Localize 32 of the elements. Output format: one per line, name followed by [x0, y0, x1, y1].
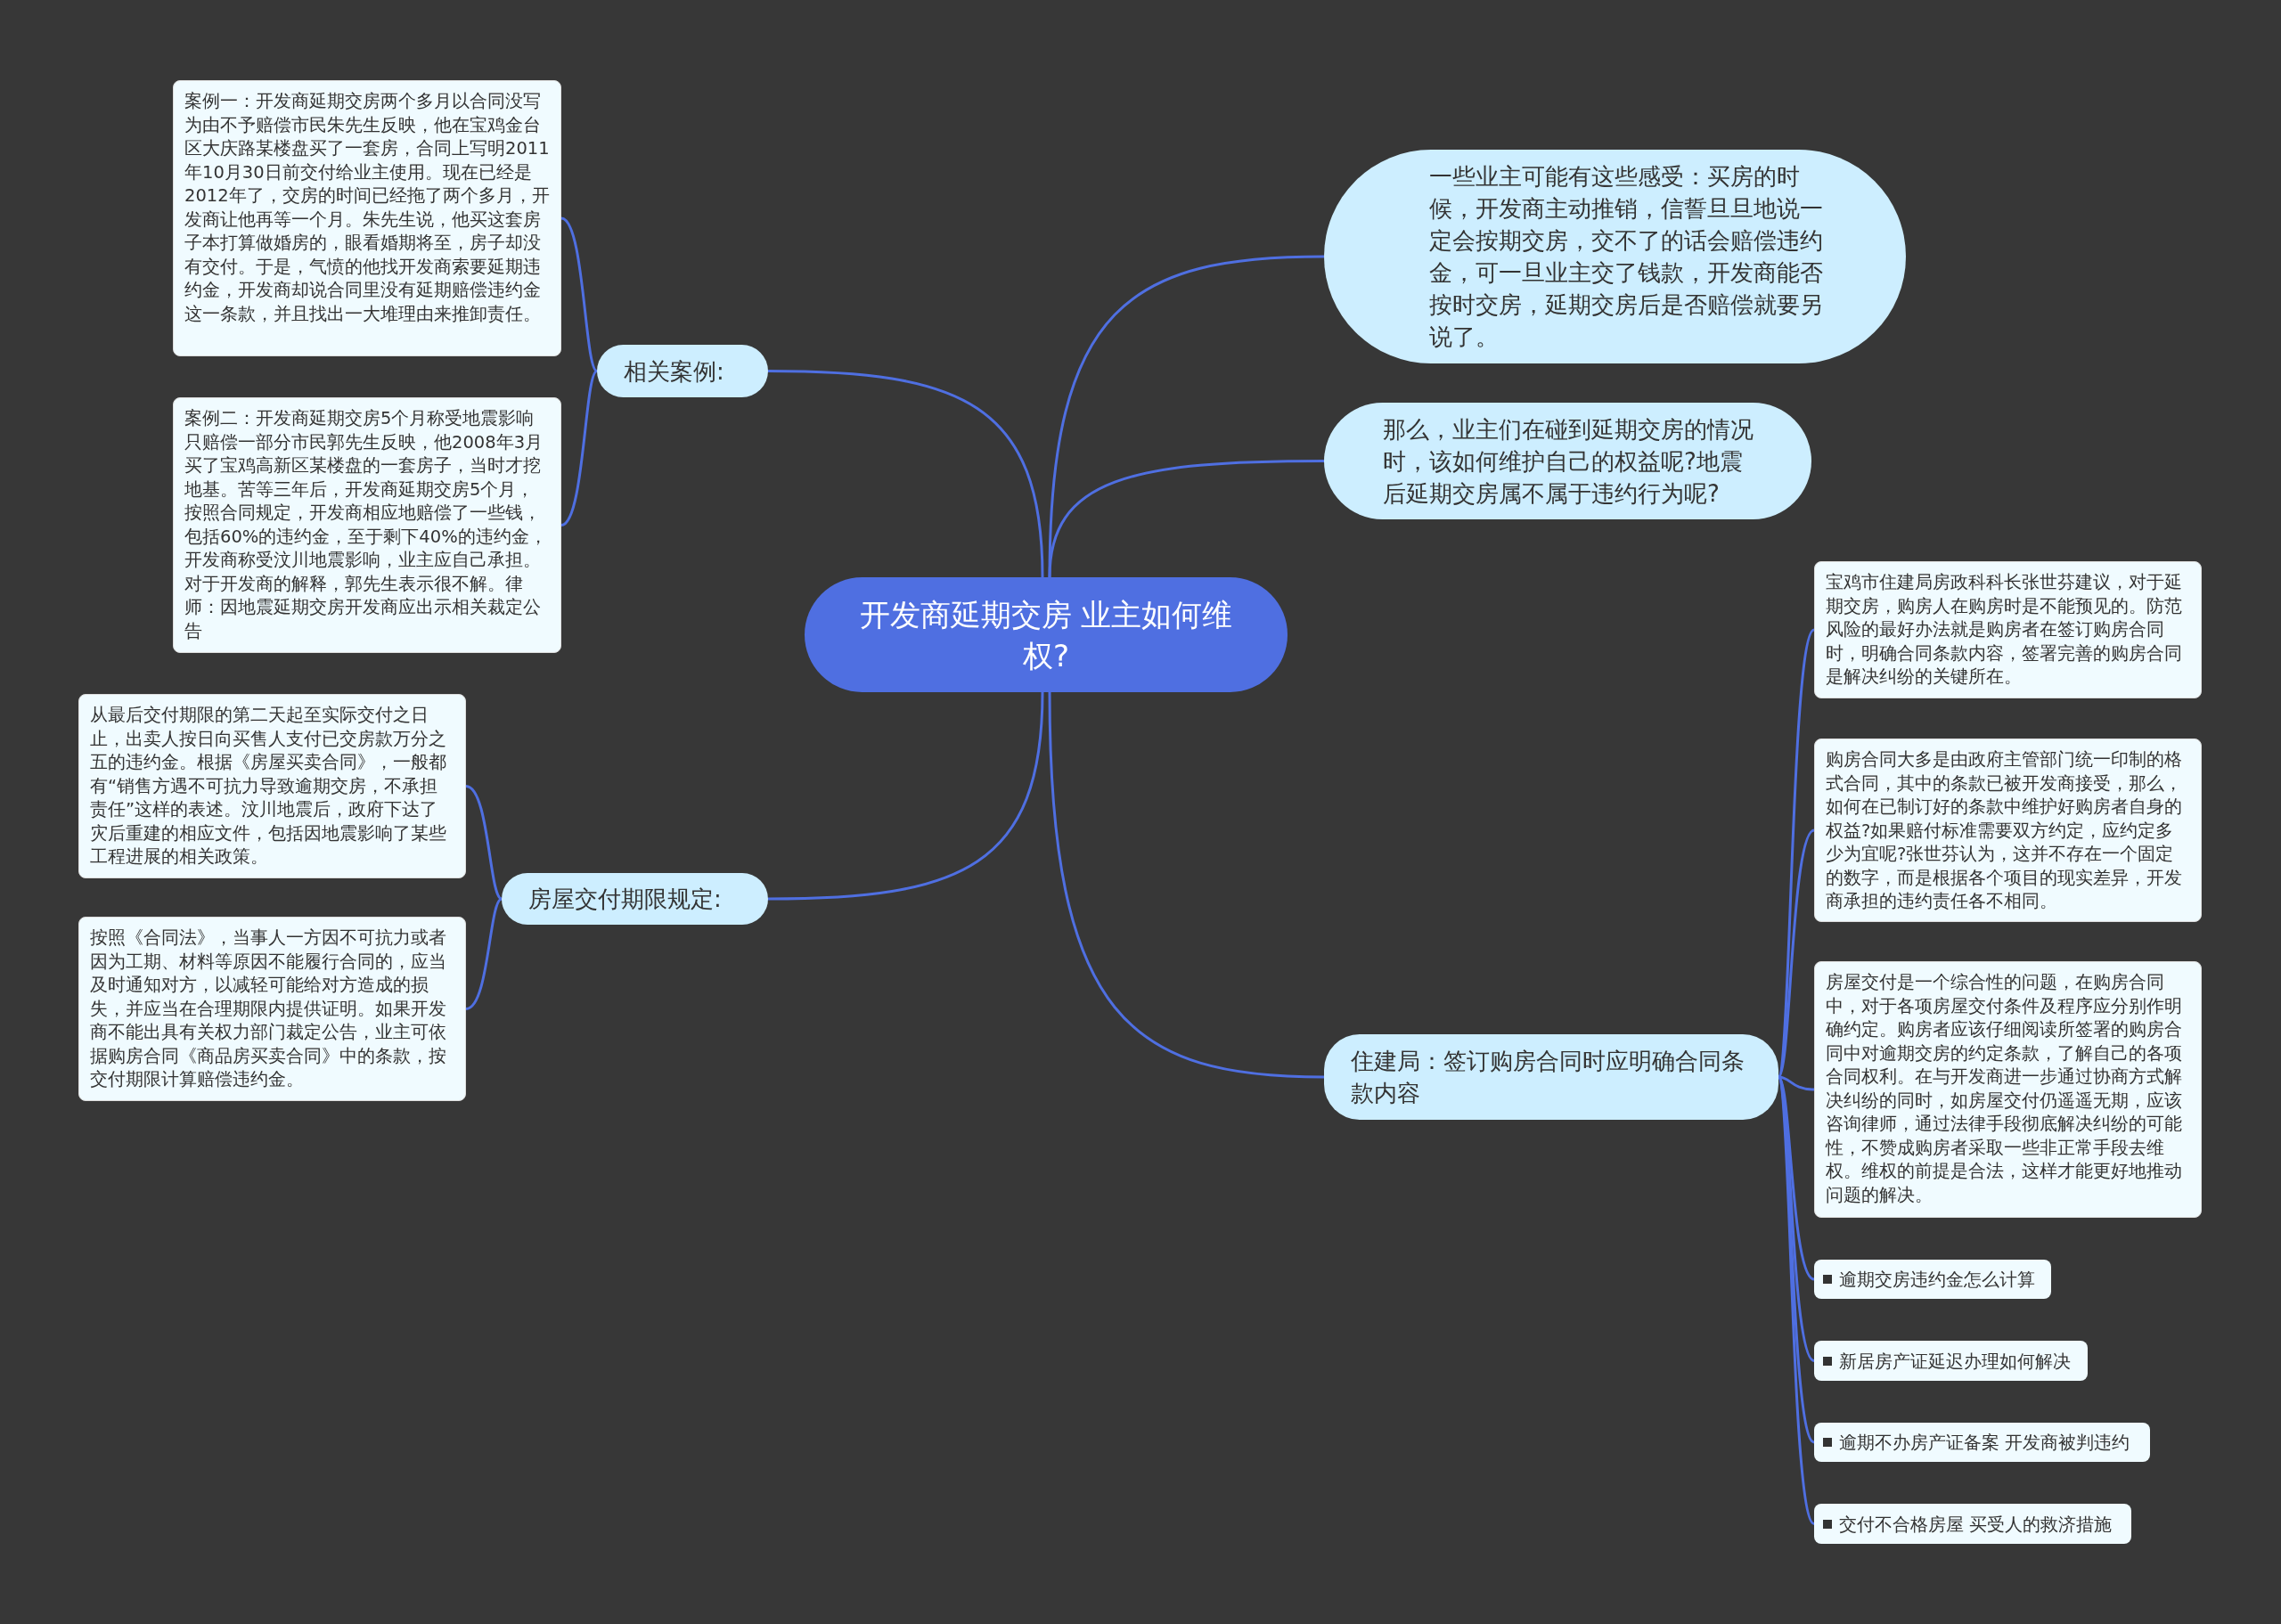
text-card: 按照《合同法》，当事人一方因不可抗力或者因为工期、材料等原因不能履行合同的，应当及时通知对方，以减轻可能给对方造成的损失，并应当在合理期限内提供证明。如果开发商不能出具有关权力部门裁定公告，业主可依据购房合同《商品房买卖合同》中的条款，按交付期限计算赔偿违约金。: [78, 917, 466, 1101]
topic-box: 住建局：签订购房合同时应明确合同条款内容: [1324, 1034, 1778, 1120]
text-card: 购房合同大多是由政府主管部门统一印制的格式合同，其中的条款已被开发商接受，那么，如何在已制订好的条款中维护好购房者自身的权益?如果赔付标准需要双方约定，应约定多少为宜呢?张世芬认为，这并不存在一个固定的数字，而是根据各个项目的现实差异，开发商承担的违约责任各不相同。: [1814, 739, 2202, 922]
connector-line: [1778, 1075, 1815, 1091]
item-text: 逾期不办房产证备案 开发商被判违约: [1839, 1431, 2130, 1454]
text-card: 从最后交付期限的第二天起至实际交付之日止，出卖人按日向买售人支付已交房款万分之五的违约金。根据《房屋买卖合同》，一般都有“销售方遇不可抗力导致逾期交房，不承担责任”这样的表述。汶川地震后，政府下达了灾后重建的相应文件，包括因地震影响了某些工程进展的相关政策。: [78, 694, 466, 878]
list-item-box: [1814, 1341, 2088, 1381]
item-text: 交付不合格房屋 买受人的救济措施: [1839, 1512, 2113, 1536]
text-card: 房屋交付是一个综合性的问题，在购房合同中，对于各项房屋交付条件及程序应分别作明确约定。购房者应该仔细阅读所签署的购房合同中对逾期交房的约定条款，了解自己的各项合同权利。在与开发商进一步通过协商方式解决纠纷的同时，如房屋交付仍遥遥无期，应该咨询律师，通过法律手段彻底解决纠纷的可能性，不赞成购房者采取一些非正常手段去维权。维权的前提是合法，这样才能更好地推动问题的解决。: [1814, 961, 2202, 1218]
list-item-box: [1814, 1504, 2131, 1544]
connector-line: [1048, 460, 1324, 578]
topic-box: 相关案例:: [597, 345, 768, 397]
text-card: 案例二：开发商延期交房5个月称受地震影响只赔偿一部分市民郭先生反映，他2008年3月买了宝鸡高新区某楼盘的一套房子，当时才挖地基。苦等三年后，开发商延期交房5个月，按照合同规定，开发商相应地赔偿了一些钱，包括60%的违约金，至于剩下40%的违约金，开发商称受汶川地震影响，业主应自己承担。对于开发商的解释，郭先生表示很不解。律师：因地震延期交房开发商应出示相关裁定公告: [173, 397, 561, 653]
connector-line: [767, 370, 1044, 578]
text-card: 宝鸡市住建局房政科科长张世芬建议，对于延期交房，购房人在购房时是不能预见的。防范风险的最好办法就是购房者在签订购房合同时，明确合同条款内容，签署完善的购房合同是解决纠纷的关键所在。: [1814, 561, 2202, 698]
connector-line: [465, 785, 503, 901]
central-topic: 开发商延期交房 业主如何维权?: [805, 577, 1288, 692]
connector-line: [1048, 691, 1325, 1079]
connector-line: [767, 691, 1044, 901]
connector-line: [560, 216, 599, 372]
topic-box: 房屋交付期限规定:: [502, 873, 768, 925]
connector-line: [560, 370, 599, 526]
list-item-box: [1814, 1423, 2150, 1462]
connector-line: [465, 897, 503, 1010]
text-card: 案例一：开发商延期交房两个多月以合同没写为由不予赔偿市民朱先生反映，他在宝鸡金台区大庆路某楼盘买了一套房，合同上写明2011年10月30日前交付给业主使用。现在已经是2012年了，交房的时间已经拖了两个多月，开发商让他再等一个月。朱先生说，他买这套房子本打算做婚房的，眼看婚期将至，房子却没有交付。于是，气愤的他找开发商索要延期违约金，开发商却说合同里没有延期赔偿违约金这一条款，并且找出一大堆理由来推卸责任。: [173, 80, 561, 356]
item-text: 逾期交房违约金怎么计算: [1839, 1268, 2035, 1291]
item-text: 新居房产证延迟办理如何解决: [1839, 1349, 2071, 1373]
connector-line: [1777, 828, 1815, 1078]
topic-bubble: 一些业主可能有这些感受：买房的时候，开发商主动推销，信誓旦旦地说一定会按期交房，交不了的话会赔偿违约金，可一旦业主交了钱款，开发商能否按时交房，延期交房后是否赔偿就要另说了。: [1324, 150, 1906, 363]
connector-line: [1048, 255, 1325, 578]
list-item-box: [1814, 1260, 2051, 1299]
topic-bubble: 那么，业主们在碰到延期交房的情况时，该如何维护自己的权益呢?地震后延期交房属不属于违约行为呢?: [1324, 403, 1811, 519]
